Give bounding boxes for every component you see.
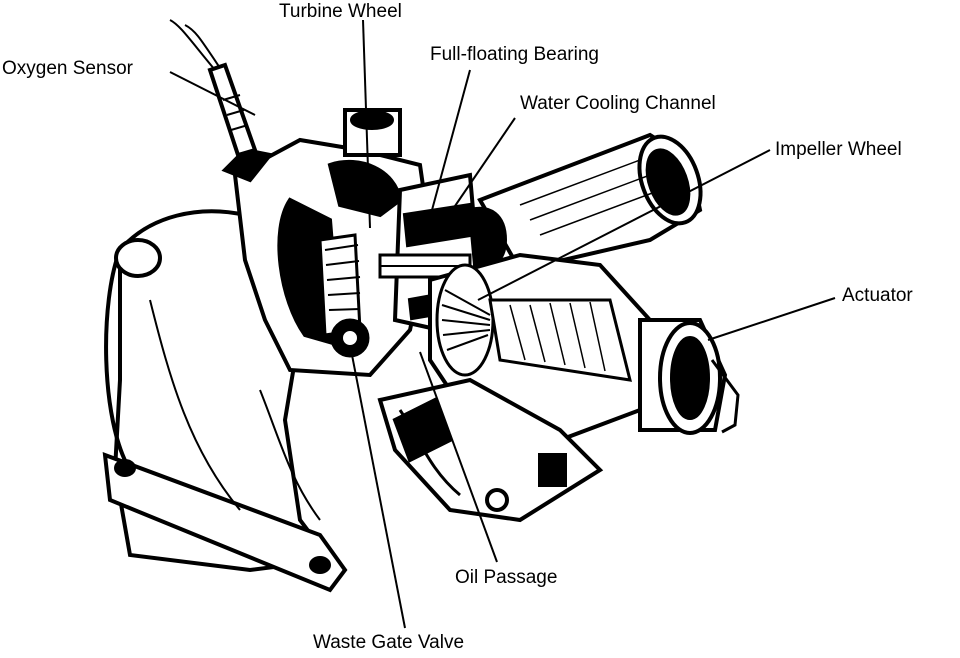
leader-oxygen-sensor [169, 71, 256, 116]
turbine-wheel-blades [324, 244, 361, 311]
lower-flange [377, 377, 604, 523]
label-oil-passage: Oil Passage [455, 567, 558, 588]
leader-actuator [707, 297, 836, 341]
leader-turbine-wheel [362, 19, 371, 229]
label-oxygen-sensor: Oxygen Sensor [2, 58, 133, 79]
label-water-cooling-channel: Water Cooling Channel [520, 93, 716, 114]
actuator-body [638, 318, 740, 435]
waste-gate-valve-disc [330, 318, 370, 358]
leader-lines [169, 19, 836, 629]
leader-water-cooling-channel [439, 117, 516, 229]
label-full-floating-bearing: Full-floating Bearing [430, 44, 599, 65]
label-impeller-wheel: Impeller Wheel [775, 139, 902, 160]
label-waste-gate-valve: Waste Gate Valve [313, 632, 465, 653]
label-turbine-wheel: Turbine Wheel [279, 1, 402, 22]
turbine-housing [232, 108, 433, 378]
leader-waste-gate-valve [351, 354, 406, 629]
leader-oil-passage [419, 351, 498, 563]
leader-impeller-wheel [477, 149, 771, 301]
impeller-wheel-blades [441, 289, 491, 351]
label-actuator: Actuator [842, 285, 913, 306]
oxygen-sensor-probe [169, 19, 274, 183]
leader-full-floating-bearing [431, 69, 471, 211]
